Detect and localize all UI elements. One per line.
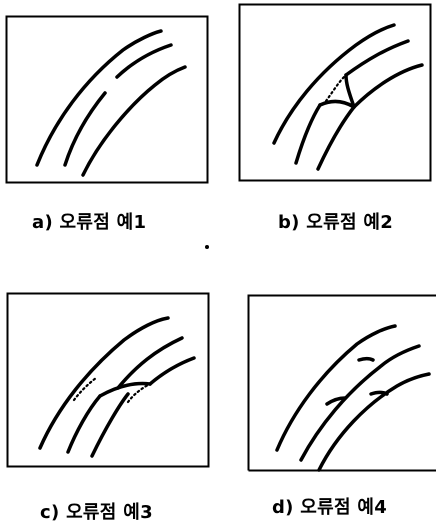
panel-c-frame bbox=[8, 294, 209, 467]
panel-a-frame bbox=[7, 17, 208, 183]
panel-a-diagram bbox=[5, 15, 209, 184]
panel-b-ridge-3-lower bbox=[318, 107, 354, 169]
panel-d-figure bbox=[247, 294, 436, 472]
panel-b-ridge-3-upper bbox=[354, 65, 422, 107]
center-dot bbox=[205, 245, 209, 249]
panel-d-ridge-1 bbox=[277, 326, 395, 450]
panel-c-ridge-3-upper bbox=[150, 358, 194, 384]
panel-a-ridge-3 bbox=[83, 67, 185, 175]
panel-c-ridge-2-lower bbox=[68, 396, 100, 452]
panel-b-diagram bbox=[238, 3, 432, 182]
panel-c-crossbar bbox=[100, 384, 150, 397]
panel-b-dotted-gap bbox=[326, 77, 344, 101]
panel-c-ridge-3-lower bbox=[92, 394, 128, 456]
caption-d: d) 오류점 예4 bbox=[272, 497, 387, 519]
panel-c-dotted-gap-right bbox=[128, 384, 150, 402]
panel-d-diagram bbox=[247, 294, 436, 472]
panel-d-ridge-2 bbox=[301, 346, 419, 460]
panel-c-figure bbox=[6, 292, 210, 468]
panel-d-spur-top bbox=[359, 359, 373, 361]
panel-c-ridge-2-upper bbox=[118, 338, 182, 388]
caption-c: c) 오류점 예3 bbox=[40, 502, 153, 524]
panel-c-diagram bbox=[6, 292, 210, 468]
panel-b-figure bbox=[238, 3, 432, 182]
panel-b-ridge-2-lower bbox=[296, 105, 320, 163]
panel-b-ridge-1 bbox=[274, 25, 394, 143]
panel-d-spur-right bbox=[371, 393, 387, 395]
panel-b-bridge-lower bbox=[320, 101, 354, 107]
panel-a-figure bbox=[5, 15, 209, 184]
panel-b-frame bbox=[240, 5, 431, 181]
caption-a: a) 오류점 예1 bbox=[32, 212, 146, 234]
caption-b: b) 오류점 예2 bbox=[278, 212, 393, 234]
panel-d-frame bbox=[249, 296, 436, 471]
panel-d-ridge-3 bbox=[319, 374, 429, 470]
